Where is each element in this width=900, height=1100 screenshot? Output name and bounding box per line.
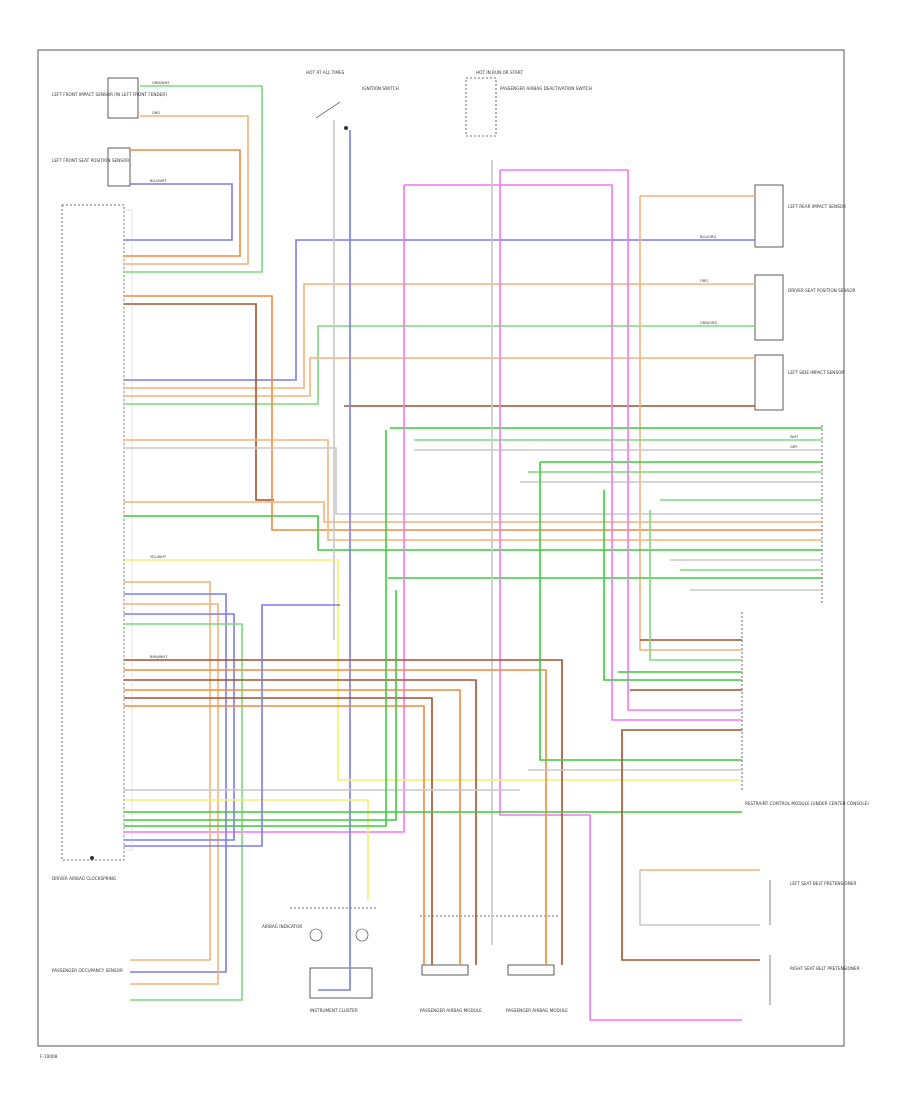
wire-blu-3 xyxy=(318,130,351,991)
wire-grn-wht-1 xyxy=(124,85,263,273)
label-fuse-top: HOT AT ALL TIMES xyxy=(306,70,345,75)
wire-pnk-1 xyxy=(124,185,405,833)
wire-grn-2 xyxy=(124,515,822,551)
label-passenger-sensor: PASSENGER OCCUPANCY SENSOR xyxy=(52,968,123,973)
wire-pnk-3 xyxy=(500,169,742,711)
label-left-front-sensor: LEFT FRONT IMPACT SENSOR (IN LEFT FRONT … xyxy=(52,92,167,97)
module-pins xyxy=(123,209,133,851)
wire-blu-4 xyxy=(124,593,227,973)
label-fuse-right: HOT IN RUN OR START xyxy=(476,70,523,75)
label-right-belt-tensioner: RIGHT SEAT BELT PRETENSIONER xyxy=(790,966,860,971)
wire-org-2 xyxy=(124,149,241,257)
wire-org-1 xyxy=(124,115,249,265)
label-restraint-module: RESTRAINT CONTROL MODULE (UNDER CENTER C… xyxy=(745,801,869,806)
wire-label-7: YEL/WHT xyxy=(150,555,167,559)
label-passenger-airbag-module-1: PASSENGER AIRBAG MODULE xyxy=(420,1008,482,1013)
wire-org-7 xyxy=(639,196,742,651)
wire-label-3: BLU/WHT xyxy=(150,179,167,183)
label-left-rear-sensor: LEFT REAR IMPACT SENSOR xyxy=(788,204,846,209)
label-airbag-indicator: AIRBAG INDICATOR xyxy=(262,924,302,929)
wire-grn-6 xyxy=(124,590,397,821)
label-passenger-airbag-switch: PASSENGER AIRBAG DEACTIVATION SWITCH xyxy=(500,86,592,91)
left-side-sensor-box xyxy=(754,354,784,411)
wire-blu-1 xyxy=(124,183,233,241)
wire-label-1: GRN/WHT xyxy=(152,81,170,85)
label-left-front-seat-sensor: LEFT FRONT SEAT POSITION SENSOR xyxy=(52,158,129,163)
wire-grn-9 xyxy=(603,490,742,681)
label-clockspring: DRIVER AIRBAG CLOCKSPRING xyxy=(52,876,116,881)
label-passenger-airbag-module-2: PASSENGER AIRBAG MODULE xyxy=(506,1008,568,1013)
wire-gry-10 xyxy=(639,870,760,926)
driver-seat-sensor-box xyxy=(754,274,784,341)
wire-group xyxy=(124,85,822,1021)
wire-org-4 xyxy=(124,357,755,397)
wire-org-10 xyxy=(124,581,211,961)
wire-blu-2 xyxy=(124,239,755,381)
wire-label-10: GRY xyxy=(790,445,798,449)
wire-brn-1 xyxy=(124,303,274,501)
wire-org-5 xyxy=(124,295,822,531)
wire-org-12 xyxy=(124,669,547,965)
wire-label-4: BLU/ORG xyxy=(700,235,716,239)
wire-blu-6 xyxy=(124,604,340,847)
wire-grn-7 xyxy=(124,430,387,827)
ignition-contact xyxy=(315,101,341,119)
wire-label-8: BRN/WHT xyxy=(150,655,168,659)
label-instrument-cluster: INSTRUMENT CLUSTER xyxy=(310,1008,358,1013)
indicator-lamp-1 xyxy=(309,928,323,942)
wire-org-8 xyxy=(124,439,822,541)
left-rear-sensor-box xyxy=(754,184,784,248)
restraint-module-box xyxy=(61,204,125,861)
footer-code: F-10008 xyxy=(40,1054,58,1059)
wire-org-14 xyxy=(124,705,425,965)
wire-brn-5 xyxy=(124,697,433,965)
wire-brn-8 xyxy=(621,729,760,961)
wire-blu-5 xyxy=(124,613,235,841)
wire-org-13 xyxy=(124,689,461,965)
wire-org-3 xyxy=(124,283,755,389)
wire-brn-4 xyxy=(124,679,477,965)
wire-brn-3 xyxy=(124,659,563,965)
wire-org-9 xyxy=(124,501,822,523)
wire-grn-wht-8 xyxy=(649,510,742,661)
wire-grn-wht-2 xyxy=(124,325,755,405)
wire-org-11 xyxy=(124,603,219,985)
wire-label-6: GRN/ORG xyxy=(700,321,718,325)
wire-grn-10 xyxy=(539,462,742,761)
instrument-cluster-box xyxy=(309,967,373,999)
wire-label-5: ORG xyxy=(700,279,708,283)
wire-pnk-4 xyxy=(499,170,742,1021)
label-driver-seat-sensor: DRIVER SEAT POSITION SENSOR xyxy=(788,288,856,293)
wire-label-2: ORG xyxy=(152,111,160,115)
label-left-belt-tensioner: LEFT SEAT BELT PRETENSIONER xyxy=(790,881,856,886)
wire-yel-2 xyxy=(124,799,369,900)
ignition-node xyxy=(344,126,348,130)
passenger-airbag-module-2-box xyxy=(507,964,555,976)
label-left-side-sensor: LEFT SIDE IMPACT SENSOR xyxy=(788,370,844,375)
indicator-lamp-2 xyxy=(355,928,369,942)
wire-gry-1 xyxy=(124,447,822,515)
diagram-frame xyxy=(37,49,845,1047)
left-front-sensor-box xyxy=(107,77,139,119)
passenger-switch-box xyxy=(465,77,497,137)
passenger-airbag-module-1-box xyxy=(421,964,469,976)
label-ignition-switch: IGNITION SWITCH xyxy=(362,86,399,91)
module-ground-dot xyxy=(90,856,94,860)
left-front-seat-sensor-box xyxy=(107,147,131,187)
wire-label-9: WHT xyxy=(790,435,799,439)
wire-pnk-2 xyxy=(404,184,742,721)
